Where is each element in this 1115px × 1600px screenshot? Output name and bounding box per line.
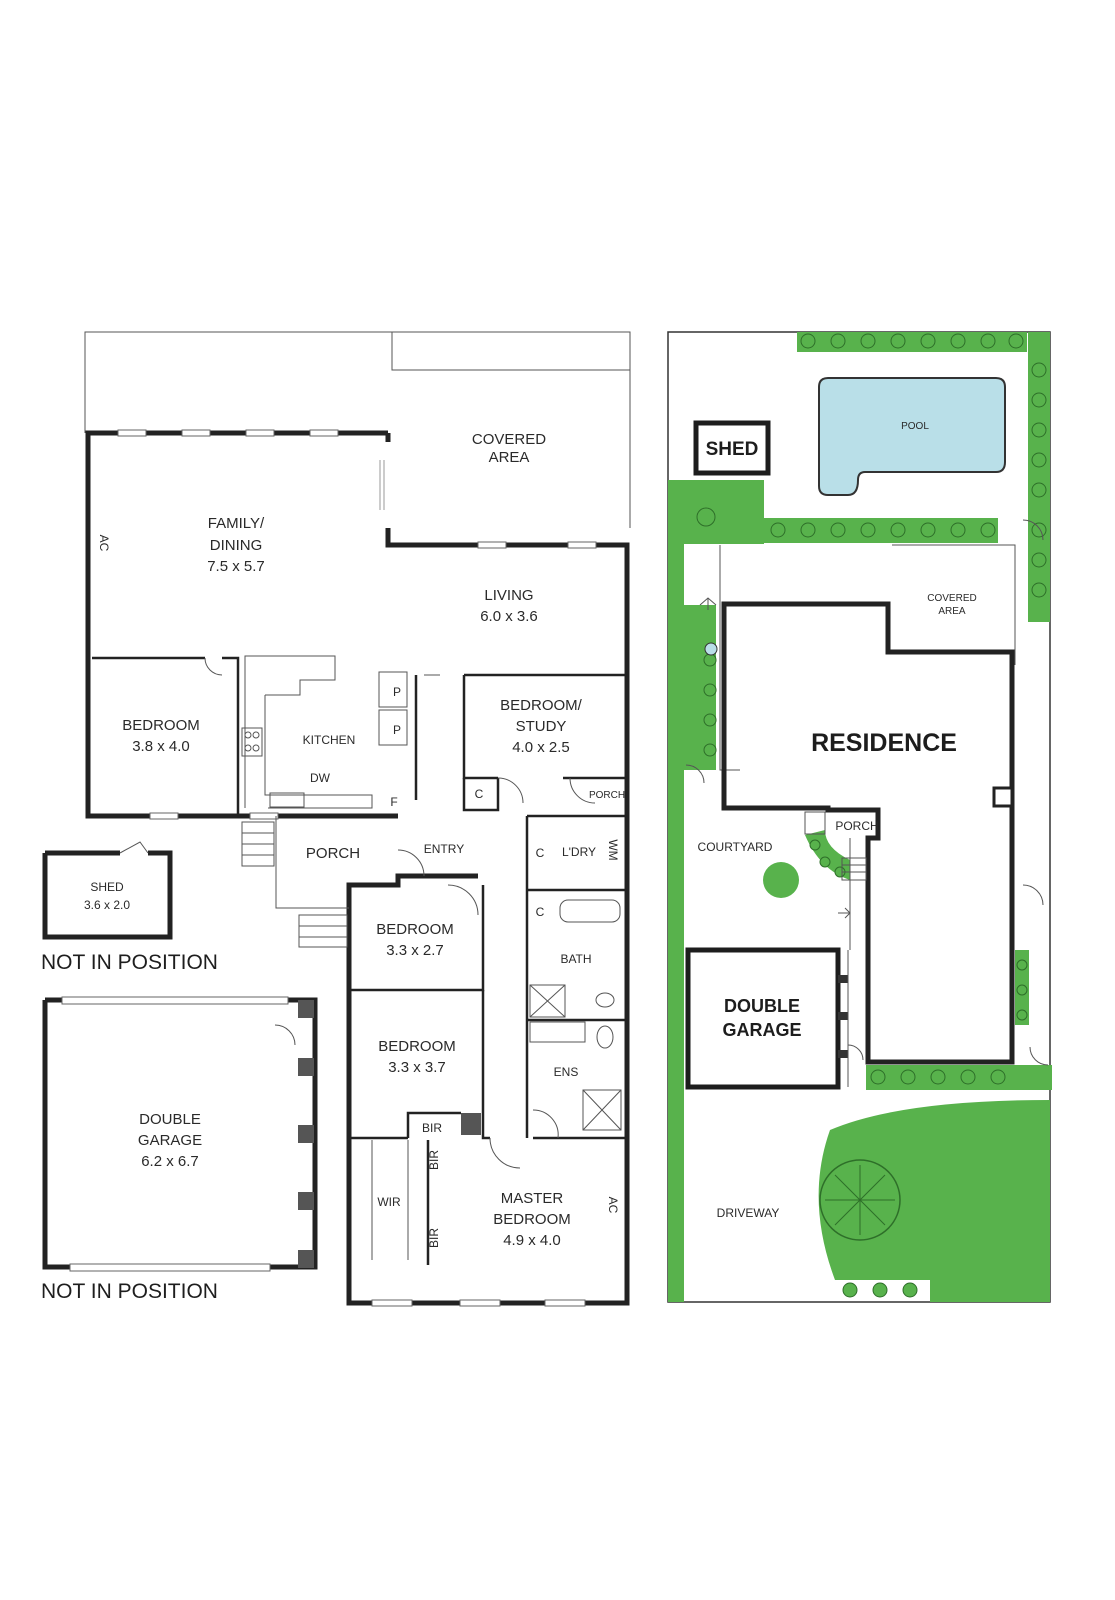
bedroom-3-label: BEDROOM xyxy=(378,1038,456,1055)
bedroom-3-dim: 3.3 x 3.7 xyxy=(388,1059,446,1076)
site-garage xyxy=(685,947,841,1090)
shed-label: SHED xyxy=(90,880,124,894)
site-plan xyxy=(667,331,1052,1303)
shower-ens xyxy=(582,1089,622,1131)
bedroom-2-dim: 3.3 x 2.7 xyxy=(386,942,444,959)
toilet xyxy=(595,992,615,1008)
courtyard-tree xyxy=(763,862,799,898)
floor-plan xyxy=(42,331,631,1307)
bir-side-1-label: BIR xyxy=(427,1150,441,1170)
bedroom-left-dim: 3.8 x 4.0 xyxy=(132,738,190,755)
bir-side-2-label: BIR xyxy=(427,1228,441,1248)
shrubs xyxy=(696,333,1047,1298)
bedroom-2-label: BEDROOM xyxy=(376,921,454,938)
ac-family: AC xyxy=(97,535,111,552)
exterior-wall-living xyxy=(385,528,630,816)
residence-label: RESIDENCE xyxy=(811,729,957,757)
kitchen-bench xyxy=(244,655,373,809)
ac-master: AC xyxy=(606,1197,620,1214)
wir-label: WIR xyxy=(377,1195,401,1209)
shed-note: NOT IN POSITION xyxy=(41,951,218,974)
windows-family xyxy=(117,429,597,1307)
porch-label: PORCH xyxy=(306,845,360,862)
site-covered-line1: COVERED xyxy=(927,593,976,604)
residence-outline xyxy=(721,601,1015,1065)
floor-plan-labels: COVERED AREA FAMILY/ DINING 7.5 x 5.7 AC… xyxy=(41,431,625,1303)
pool-label: POOL xyxy=(901,421,929,432)
covered-area-line2: AREA xyxy=(489,449,530,466)
master-label-2: BEDROOM xyxy=(493,1211,571,1228)
site-shed-label: SHED xyxy=(706,439,759,460)
cupboard-c3: C xyxy=(536,905,545,919)
laundry-label: L'DRY xyxy=(562,845,596,859)
pillar xyxy=(461,1113,481,1135)
living-dim: 6.0 x 3.6 xyxy=(480,608,538,625)
entry-label: ENTRY xyxy=(424,842,464,856)
covered-area-outline xyxy=(84,331,631,528)
kitchen-label: KITCHEN xyxy=(303,733,356,747)
shower-bath xyxy=(529,984,566,1018)
garage-label-1: DOUBLE xyxy=(139,1111,201,1128)
site-plan-labels: SHED POOL COVERED AREA RESIDENCE PORCH C… xyxy=(698,421,977,1220)
cupboard-c1: C xyxy=(475,787,484,801)
site-covered-area xyxy=(892,544,1016,665)
study-dim: 4.0 x 2.5 xyxy=(512,739,570,756)
pool xyxy=(818,377,1006,496)
site-porch-label: PORCH xyxy=(835,819,878,833)
garage-pillars xyxy=(298,1000,314,1268)
bedroom-left-label: BEDROOM xyxy=(122,717,200,734)
pantry-1 xyxy=(378,671,408,708)
porch-steps xyxy=(241,821,348,948)
cooktop xyxy=(241,727,263,757)
pantry-2 xyxy=(378,709,408,746)
porch-small-label: PORCH xyxy=(589,790,625,801)
site-garage-line1: DOUBLE xyxy=(724,996,800,1016)
family-dim: 7.5 x 5.7 xyxy=(207,558,265,575)
exterior-wall-bedrooms xyxy=(346,816,630,1306)
master-label-1: MASTER xyxy=(501,1190,564,1207)
site-garage-line2: GARAGE xyxy=(722,1020,801,1040)
site-shed xyxy=(693,420,771,476)
covered-area-inner-line xyxy=(391,332,630,371)
wall-bedroom-left xyxy=(92,656,240,816)
wall-bath xyxy=(525,930,627,1060)
pantry-1-label: P xyxy=(393,685,401,699)
lawn-left-strip xyxy=(668,544,684,1302)
driveway-label: DRIVEWAY xyxy=(717,1206,780,1220)
site-steps xyxy=(804,811,867,881)
shed-outline xyxy=(42,850,173,940)
shed-dim: 3.6 x 2.0 xyxy=(84,898,130,912)
bir-top-label: BIR xyxy=(422,1121,442,1135)
garage-note: NOT IN POSITION xyxy=(41,1280,218,1303)
wall-bedroom-3 xyxy=(349,1110,627,1140)
front-tree xyxy=(819,1159,901,1241)
garage-label-2: GARAGE xyxy=(138,1132,202,1149)
study-label-1: BEDROOM/ xyxy=(500,697,583,714)
master-dim: 4.9 x 4.0 xyxy=(503,1232,561,1249)
ens-vanity xyxy=(529,1021,586,1043)
bathtub xyxy=(559,899,621,923)
laundry-cupboard: C xyxy=(536,846,545,860)
site-covered-line2: AREA xyxy=(938,606,966,617)
porch-outline xyxy=(275,816,349,909)
living-label: LIVING xyxy=(484,587,533,604)
ensuite-label: ENS xyxy=(554,1065,579,1079)
family-label-1: FAMILY/ xyxy=(208,515,265,532)
covered-area-line1: COVERED xyxy=(472,431,546,448)
lawn-front xyxy=(818,1100,1050,1302)
study-label-2: STUDY xyxy=(516,718,567,735)
lawn-back-left xyxy=(668,480,764,544)
family-label-2: DINING xyxy=(210,537,263,554)
courtyard-label: COURTYARD xyxy=(698,840,773,854)
kitchen-fridge: F xyxy=(390,795,397,809)
kitchen-dw: DW xyxy=(310,771,331,785)
wall-laundry xyxy=(525,814,627,930)
garage-dim: 6.2 x 6.7 xyxy=(141,1153,199,1170)
pantry-2-label: P xyxy=(393,723,401,737)
washing-machine-label: WM xyxy=(606,839,620,860)
bath-label: BATH xyxy=(560,952,591,966)
